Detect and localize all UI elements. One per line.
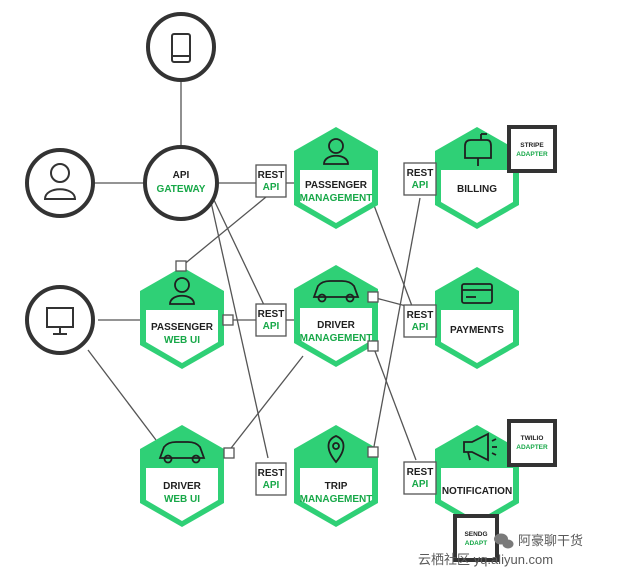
rest-api-box: REST API bbox=[403, 304, 437, 338]
api-label: API bbox=[412, 479, 429, 490]
hex-passenger-management: PASSENGER MANAGEMENT bbox=[294, 127, 378, 229]
payments-title: PAYMENTS bbox=[450, 325, 504, 336]
rest-label: REST bbox=[407, 467, 434, 478]
passenger-web-ui-subtitle: WEB UI bbox=[164, 335, 200, 346]
rest-label: REST bbox=[258, 468, 285, 479]
hex-driver-web-ui: DRIVER WEB UI bbox=[140, 425, 224, 527]
hex-passenger-web-ui: PASSENGER WEB UI bbox=[140, 267, 224, 369]
credit-card-icon bbox=[461, 283, 493, 304]
user-icon bbox=[43, 163, 77, 200]
hex-trip-management: TRIP MANAGEMENT bbox=[294, 425, 378, 527]
driver-web-ui-subtitle: WEB UI bbox=[164, 494, 200, 505]
rest-api-box: REST API bbox=[255, 164, 287, 198]
desktop-client-node bbox=[25, 285, 95, 355]
api-label: API bbox=[412, 322, 429, 333]
sendgrid-adapter-line2: ADAPT bbox=[465, 540, 487, 547]
api-gateway-node: API GATEWAY bbox=[143, 145, 219, 221]
api-label: API bbox=[412, 180, 429, 191]
trip-management-subtitle: MANAGEMENT bbox=[300, 494, 373, 505]
watermark-author: 阿豪聊干货 bbox=[518, 533, 583, 548]
rest-label: REST bbox=[407, 168, 434, 179]
passenger-management-subtitle: MANAGEMENT bbox=[300, 193, 373, 204]
driver-management-title: DRIVER bbox=[317, 320, 356, 331]
api-label: API bbox=[263, 182, 280, 193]
twilio-adapter-box: TWILIO ADAPTER bbox=[507, 419, 557, 467]
wechat-icon bbox=[494, 533, 514, 549]
driver-web-ui-title: DRIVER bbox=[163, 481, 202, 492]
watermark-site: 云栖社区 yq.aliyun.com bbox=[418, 552, 553, 567]
rest-label: REST bbox=[258, 170, 285, 181]
car-icon bbox=[158, 441, 206, 464]
watermark: 阿豪聊干货 云栖社区 yq.aliyun.com bbox=[418, 533, 583, 567]
smartphone-icon bbox=[171, 33, 191, 63]
hex-notification: NOTIFICATION bbox=[435, 425, 519, 527]
car-icon bbox=[312, 280, 360, 303]
twilio-adapter-line1: TWILIO bbox=[521, 435, 544, 442]
gateway-subtitle: GATEWAY bbox=[157, 184, 206, 195]
monitor-icon bbox=[46, 307, 74, 335]
notification-title: NOTIFICATION bbox=[442, 486, 512, 497]
megaphone-icon bbox=[463, 432, 497, 462]
stripe-adapter-box: STRIPE ADAPTER bbox=[507, 125, 557, 173]
stripe-adapter-line2: ADAPTER bbox=[516, 151, 548, 158]
trip-management-title: TRIP bbox=[325, 481, 348, 492]
rest-label: REST bbox=[258, 309, 285, 320]
twilio-adapter-line2: ADAPTER bbox=[516, 444, 548, 451]
connector-lines bbox=[87, 67, 519, 525]
rest-label: REST bbox=[407, 310, 434, 321]
stripe-adapter-line1: STRIPE bbox=[520, 142, 544, 149]
hex-billing: BILLING bbox=[435, 127, 519, 229]
driver-management-subtitle: MANAGEMENT bbox=[300, 333, 373, 344]
passenger-management-title: PASSENGER bbox=[305, 180, 368, 191]
api-label: API bbox=[263, 321, 280, 332]
rest-api-box: REST API bbox=[403, 461, 437, 495]
mailbox-icon bbox=[464, 133, 492, 166]
sendgrid-adapter-line1: SENDG bbox=[464, 531, 487, 538]
mobile-client-node bbox=[146, 12, 216, 82]
passenger-icon bbox=[323, 138, 349, 165]
user-client-node bbox=[25, 148, 95, 218]
map-pin-icon bbox=[327, 435, 345, 464]
passenger-web-ui-title: PASSENGER bbox=[151, 322, 214, 333]
gateway-title: API bbox=[173, 170, 190, 181]
rest-api-box: REST API bbox=[255, 303, 287, 337]
rest-api-box: REST API bbox=[255, 462, 287, 496]
billing-title: BILLING bbox=[457, 184, 497, 195]
hex-driver-management: DRIVER MANAGEMENT bbox=[294, 265, 378, 367]
passenger-icon bbox=[169, 277, 195, 305]
rest-api-box: REST API bbox=[403, 162, 437, 196]
port-squares bbox=[175, 260, 379, 459]
api-label: API bbox=[263, 480, 280, 491]
hex-payments: PAYMENTS bbox=[435, 267, 519, 369]
